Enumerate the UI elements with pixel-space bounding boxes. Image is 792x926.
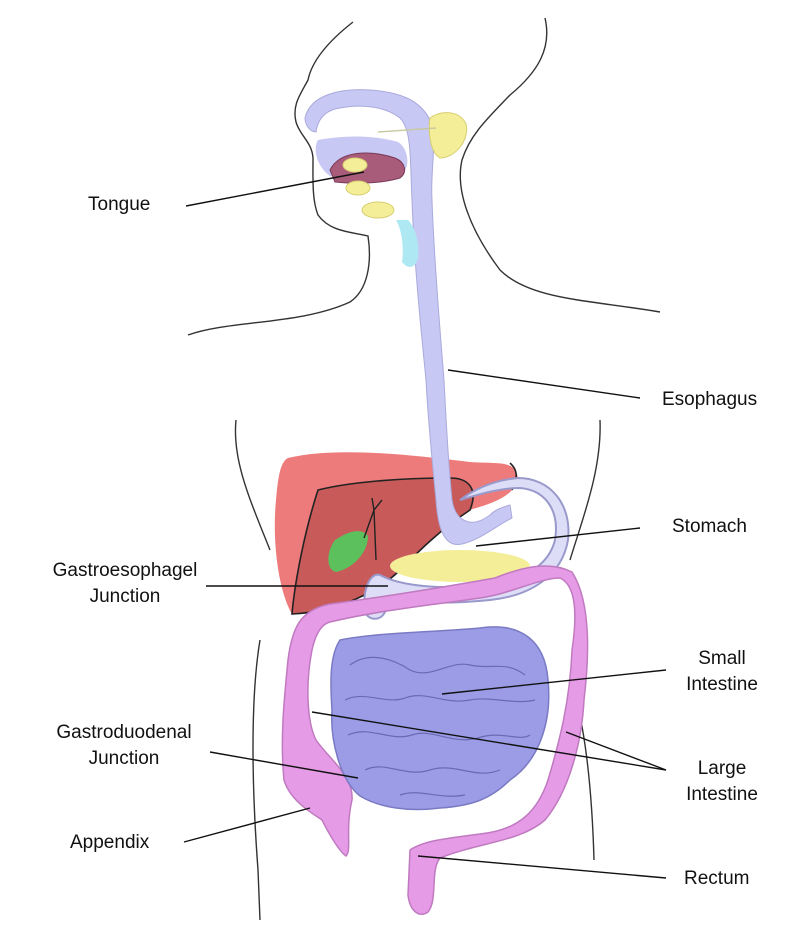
label-tongue: Tongue [88,194,151,215]
label-small-intestine-line2: Intestine [686,674,758,695]
pancreas [390,550,530,582]
label-large-intestine-line1: Large [697,758,747,779]
label-large-intestine-line2: Intestine [686,784,758,805]
small-intestine [330,626,550,811]
label-gd-junction-line2: Junction [88,748,160,769]
label-rectum: Rectum [684,868,750,889]
trachea [396,220,419,267]
label-ge-junction-line2: Junction [89,586,161,607]
label-ge-junction-line1: Gastroesophagel [52,560,198,581]
liver [274,452,518,615]
label-small-intestine: Small Intestine [670,646,774,698]
gallbladder [328,497,383,572]
salivary-glands [342,112,468,219]
label-gd-junction-line1: Gastroduodenal [56,722,192,743]
label-large-intestine: Large Intestine [670,756,774,808]
label-esophagus: Esophagus [662,389,758,410]
large-intestine [281,565,589,916]
leader-lines [183,171,667,879]
label-gastroesophageal-junction: Gastroesophagel Junction [40,558,210,610]
label-small-intestine-line1: Small [698,648,746,669]
label-stomach: Stomach [672,516,747,537]
label-appendix: Appendix [70,832,150,853]
salivary-duct [377,127,437,133]
label-gastroduodenal-junction: Gastroduodenal Junction [34,720,214,772]
